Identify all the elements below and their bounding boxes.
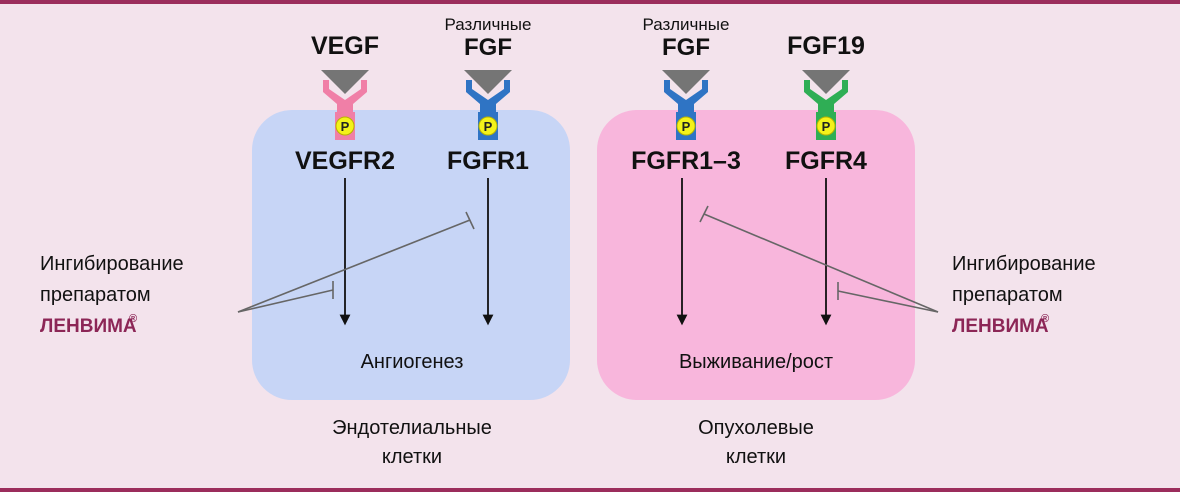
inhibition-right-reg: ® — [1041, 313, 1049, 325]
ligand-fgf-right: FGF — [662, 34, 710, 61]
ligand-fgf-left: FGF — [464, 34, 512, 61]
phospho-fgfr1-label: P — [484, 119, 493, 134]
top-border — [0, 0, 1180, 4]
receptor-fgfr13: FGFR1–3 — [631, 147, 741, 175]
bottom-border — [0, 488, 1180, 492]
receptor-fgfr4: FGFR4 — [785, 147, 867, 175]
ligand-fgf19: FGF19 — [787, 32, 865, 60]
cell-label-endothelial-2: клетки — [382, 446, 442, 468]
inhibition-left-line2: препаратом — [40, 284, 151, 306]
cell-label-tumor-2: клетки — [726, 446, 786, 468]
inhibition-right-line2: препаратом — [952, 284, 1063, 306]
inhibition-left-brand: ЛЕНВИМА — [40, 316, 137, 337]
inhibition-left-reg: ® — [129, 313, 137, 325]
inhibition-right-line1: Ингибирование — [952, 253, 1096, 275]
phospho-fgfr13-label: P — [682, 119, 691, 134]
phospho-fgfr4-icon — [816, 116, 836, 136]
inhibition-right-brand: ЛЕНВИМА — [952, 316, 1049, 337]
ligand-fgf-right-sub: Различные — [643, 15, 730, 34]
fgf-left-ligand-shape — [464, 70, 512, 94]
inhibition-left-line1: Ингибирование — [40, 253, 184, 275]
inhibition-lines-left — [237, 211, 475, 313]
phospho-fgfr13-icon — [676, 116, 696, 136]
outcome-angiogenesis: Ангиогенез — [361, 351, 464, 373]
endothelial-cell-box — [252, 110, 570, 400]
phospho-vegfr2-icon — [335, 116, 355, 136]
outcome-survival-growth: Выживание/рост — [679, 351, 833, 373]
ligand-fgf-left-sub: Различные — [445, 15, 532, 34]
cell-label-endothelial-1: Эндотелиальные — [332, 417, 492, 439]
phospho-fgfr1-icon — [478, 116, 498, 136]
fgf19-ligand-shape — [802, 70, 850, 94]
inhibition-lines-right — [699, 205, 939, 313]
receptor-vegfr2: VEGFR2 — [295, 147, 395, 175]
fgf-right-ligand-shape — [662, 70, 710, 94]
ligand-vegf: VEGF — [311, 32, 379, 60]
tumor-cell-box — [597, 110, 915, 400]
receptor-fgfr1: FGFR1 — [447, 147, 529, 175]
vegf-ligand-shape — [321, 70, 369, 94]
cell-label-tumor-1: Опухолевые — [698, 417, 814, 439]
phospho-fgfr4-label: P — [822, 119, 831, 134]
phospho-vegfr2-label: P — [341, 119, 350, 134]
